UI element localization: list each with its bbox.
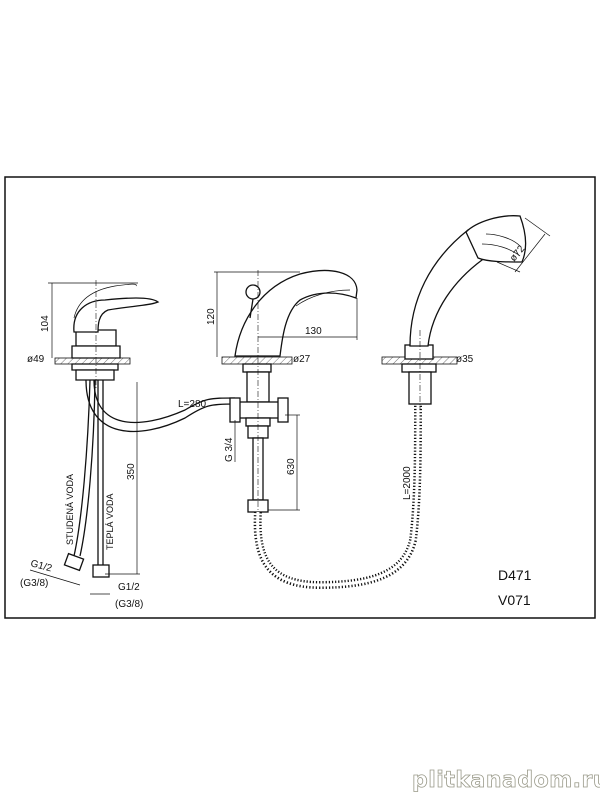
bath-spout <box>221 269 358 515</box>
dim-hose-length: 350 <box>126 463 137 480</box>
single-lever-mixer <box>54 280 236 578</box>
dim-tee-thread: G 3/4 <box>224 437 235 462</box>
hand-shower <box>381 215 527 410</box>
dim-shower-hose-length: L=2000 <box>402 466 413 500</box>
label-hot-water: TEPLÁ VODA <box>105 493 115 550</box>
thread-cold-main: G1/2 <box>29 558 53 574</box>
product-code-1: D471 <box>498 567 532 583</box>
product-code-2: V071 <box>498 592 531 608</box>
drawing-frame <box>4 176 596 619</box>
thread-cold-alt: (G3/8) <box>20 578 48 589</box>
right-dimensions <box>496 217 551 273</box>
shower-hose <box>253 404 422 590</box>
dim-spout-diameter: ø27 <box>293 354 311 365</box>
dim-spout-height: 120 <box>206 308 217 325</box>
dim-spout-reach: 130 <box>305 326 322 337</box>
dim-mixer-diameter: ø49 <box>27 354 45 365</box>
dim-connector-length: L=280 <box>178 399 207 410</box>
thread-hot-alt: (G3/8) <box>115 599 143 610</box>
left-dimensions <box>29 282 140 595</box>
dim-mixer-height: 104 <box>40 315 51 332</box>
dim-tee-height: 630 <box>286 458 297 475</box>
center-dimensions <box>214 271 358 511</box>
dim-holder-diameter: ø35 <box>456 354 474 365</box>
thread-hot-main: G1/2 <box>118 582 140 593</box>
label-cold-water: STUDENÁ VODA <box>65 474 75 545</box>
watermark: plitkanadom.ru <box>412 768 600 793</box>
